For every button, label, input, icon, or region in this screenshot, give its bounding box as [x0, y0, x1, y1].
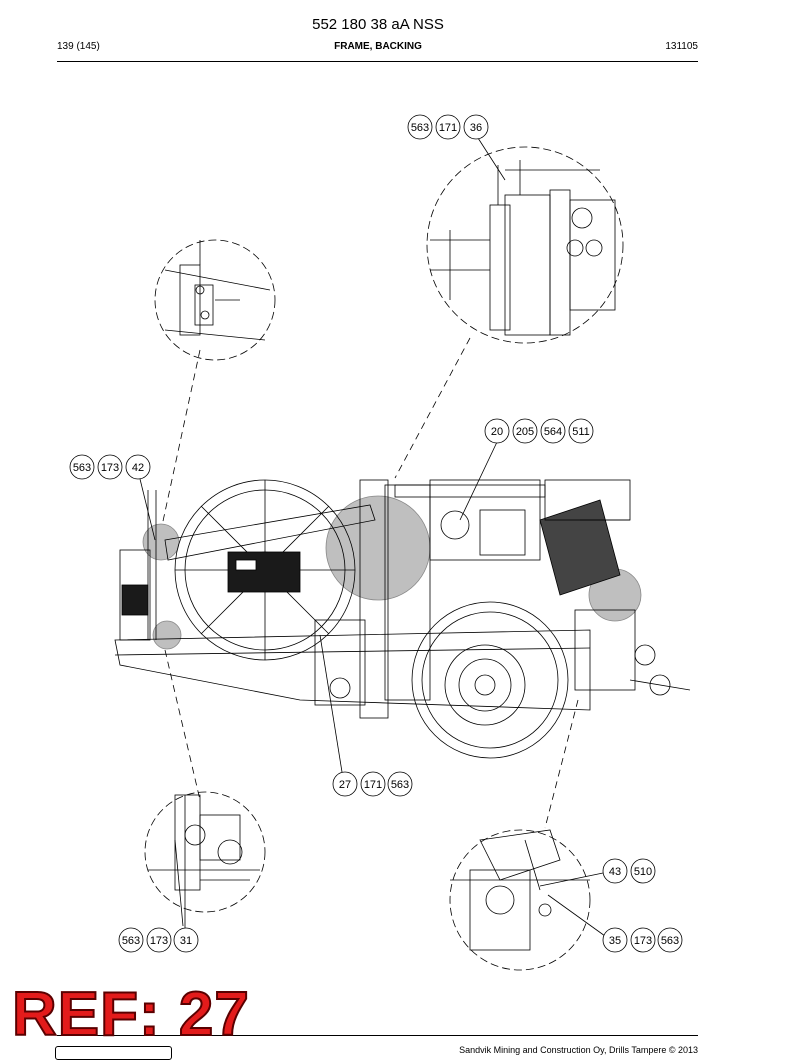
detail-circle-top-left	[154, 239, 276, 361]
callout-group-bottom-right-upper: 43 510	[602, 858, 656, 884]
callout-number: 563	[661, 935, 679, 947]
document-number: 552 180 38 aA NSS	[312, 16, 444, 33]
callout-number: 563	[411, 122, 429, 134]
main-assembly-view	[114, 479, 691, 759]
callout-number: 173	[634, 935, 652, 947]
callout-number: 31	[180, 935, 192, 947]
callout-group-middle-left: 563 173 42	[69, 454, 151, 480]
callout-number: 564	[544, 426, 562, 438]
page-number: 139 (145)	[57, 41, 100, 52]
footer-copyright: Sandvik Mining and Construction Oy, Dril…	[459, 1045, 698, 1055]
callout-number: 511	[572, 426, 590, 438]
section-title: FRAME, BACKING	[334, 41, 422, 52]
detail-circle-top-right	[426, 146, 624, 344]
header-rule	[57, 61, 698, 62]
callout-number: 171	[439, 122, 457, 134]
callout-leaders	[139, 137, 606, 937]
callout-number: 205	[516, 426, 534, 438]
detail-circle-bottom-right	[449, 829, 591, 971]
callout-number: 563	[73, 462, 91, 474]
callout-number: 27	[339, 779, 351, 791]
ref-stamp: REF: 27	[11, 980, 250, 1049]
callout-group-top-right: 563 171 36	[407, 114, 489, 140]
callout-number: 563	[391, 779, 409, 791]
detail-circle-bottom-left	[144, 791, 266, 930]
callout-number: 43	[609, 866, 621, 878]
callout-group-center-low: 27 171 563	[332, 771, 413, 797]
callout-number: 173	[150, 935, 168, 947]
callout-number: 42	[132, 462, 144, 474]
callout-number: 35	[609, 935, 621, 947]
callout-number: 173	[101, 462, 119, 474]
callout-group-middle-right: 20 205 564 511	[484, 418, 594, 444]
callout-group-bottom-right: 35 173 563	[602, 927, 683, 953]
document-code: 131105	[665, 41, 698, 52]
callout-number: 563	[122, 935, 140, 947]
callout-group-bottom-left: 563 173 31	[118, 927, 199, 953]
callout-number: 510	[634, 866, 652, 878]
callout-number: 20	[491, 426, 503, 438]
callout-number: 36	[470, 122, 482, 134]
footer-rule	[57, 1035, 698, 1036]
callout-number: 171	[364, 779, 382, 791]
